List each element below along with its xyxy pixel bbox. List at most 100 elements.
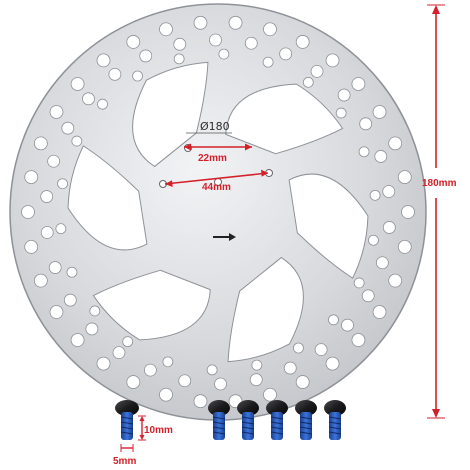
vent-hole xyxy=(40,190,54,203)
rotor-vent-holes xyxy=(21,15,415,409)
vent-hole xyxy=(382,185,396,198)
vent-hole xyxy=(112,346,126,360)
vent-hole xyxy=(85,322,99,336)
vent-hole xyxy=(302,76,314,88)
vent-hole xyxy=(49,105,64,119)
vent-hole xyxy=(375,256,389,270)
bolt-thread xyxy=(300,412,312,440)
vent-hole xyxy=(193,15,208,30)
vent-hole xyxy=(108,67,122,81)
vent-hole xyxy=(159,387,173,402)
vent-hole xyxy=(173,53,185,65)
vent-hole xyxy=(33,136,48,151)
vent-hole xyxy=(361,289,375,303)
bolt-head xyxy=(324,400,346,416)
vent-hole xyxy=(49,305,64,319)
bolt-thread xyxy=(329,412,341,440)
outer-diameter-label: 180mm xyxy=(422,178,457,189)
bolt-thread xyxy=(242,412,254,440)
vent-hole xyxy=(122,336,134,348)
outer-diameter-dimension: 180mm xyxy=(422,4,457,419)
vent-hole xyxy=(143,363,157,377)
spoke-window xyxy=(227,256,304,363)
vent-hole xyxy=(310,64,324,78)
vent-hole xyxy=(33,273,48,288)
center-hole-label: 22mm xyxy=(198,153,227,164)
vent-hole xyxy=(218,48,230,60)
vent-hole xyxy=(325,53,340,68)
spoke-window xyxy=(132,61,209,168)
vent-hole xyxy=(57,178,68,190)
vent-hole xyxy=(24,240,39,254)
vent-hole xyxy=(139,49,153,63)
vent-hole xyxy=(82,92,95,106)
vent-hole xyxy=(295,375,310,389)
bolt xyxy=(208,400,230,440)
bolt-length-label: 10mm xyxy=(144,425,173,436)
vent-hole xyxy=(209,33,222,47)
vent-hole xyxy=(71,135,83,147)
vent-hole xyxy=(249,373,263,387)
vent-hole xyxy=(351,333,366,347)
vent-hole xyxy=(372,305,387,319)
vent-hole xyxy=(63,293,77,307)
vent-hole xyxy=(21,205,35,219)
spoke-window xyxy=(225,83,344,155)
bolt xyxy=(295,400,317,440)
bolt-thread xyxy=(271,412,283,440)
vent-hole xyxy=(132,70,143,82)
vent-hole xyxy=(335,107,347,119)
vent-hole xyxy=(374,150,388,163)
rotor-engraving: Ø180 xyxy=(200,120,230,133)
vent-hole xyxy=(48,261,62,274)
bolt-set xyxy=(208,400,346,440)
vent-hole xyxy=(70,333,85,347)
vent-hole xyxy=(244,36,258,50)
vent-hole xyxy=(97,98,108,110)
vent-hole xyxy=(279,47,293,61)
vent-hole xyxy=(96,356,111,371)
bolt-thread xyxy=(121,412,133,440)
vent-hole xyxy=(295,35,310,49)
vent-hole xyxy=(397,170,412,184)
vent-hole xyxy=(55,223,67,235)
bolt xyxy=(266,400,288,440)
vent-hole xyxy=(382,221,396,234)
vent-hole xyxy=(262,56,274,68)
vent-hole xyxy=(251,359,263,371)
rotor-spoke-windows xyxy=(67,61,369,363)
vent-hole xyxy=(358,146,370,158)
vent-hole xyxy=(293,342,304,354)
bolt-head xyxy=(208,400,230,416)
bolt-width-label: 5mm xyxy=(113,456,136,467)
vent-hole xyxy=(40,226,54,239)
vent-hole xyxy=(96,53,111,68)
vent-hole xyxy=(351,77,366,91)
bolt-width-dimension: 5mm xyxy=(113,444,136,467)
vent-hole xyxy=(206,364,218,376)
vent-hole xyxy=(353,277,365,289)
vent-hole xyxy=(193,394,208,409)
sample-bolt xyxy=(115,400,139,440)
vent-hole xyxy=(173,37,187,51)
center-hole-dimension: 22mm xyxy=(184,143,252,164)
vent-hole xyxy=(214,377,227,391)
bolt-length-dimension: 10mm xyxy=(138,415,173,441)
vent-hole xyxy=(328,314,339,326)
vent-hole xyxy=(126,375,141,389)
vent-hole xyxy=(263,387,277,402)
vent-hole xyxy=(325,356,340,371)
vent-hole xyxy=(388,273,403,288)
vent-hole xyxy=(70,77,85,91)
vent-hole xyxy=(388,136,403,151)
vent-hole xyxy=(24,170,39,184)
bolt-thread xyxy=(213,412,225,440)
vent-hole xyxy=(341,318,354,332)
vent-hole xyxy=(61,121,75,135)
spoke-window xyxy=(288,173,369,279)
spoke-window xyxy=(67,145,148,251)
bolt-head xyxy=(266,400,288,416)
vent-hole xyxy=(369,189,381,201)
vent-hole xyxy=(228,15,243,30)
